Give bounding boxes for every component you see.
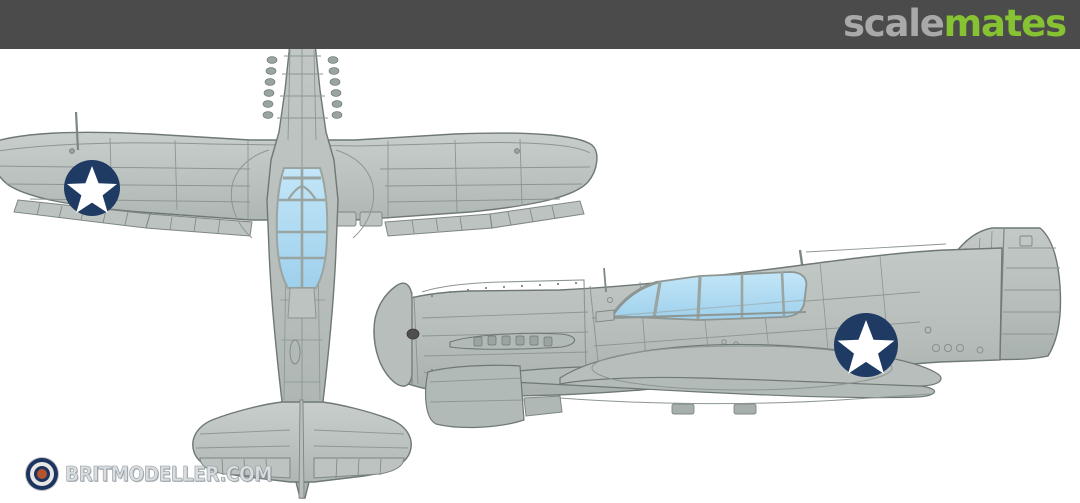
roundel-center-red [37, 469, 47, 479]
top-view-canopy [275, 167, 329, 319]
scalemates-logo[interactable]: scalemates [842, 2, 1068, 46]
watermark-label: BRITMODELLER.COM [65, 462, 273, 487]
raf-roundel-icon [26, 458, 58, 490]
insignia-fuselage [834, 313, 898, 377]
logo-text-mates: mates [943, 2, 1068, 45]
britmodeller-watermark: BRITMODELLER.COM [26, 458, 290, 490]
top-view-aircraft [0, 0, 598, 499]
logo-text-scale: scale [842, 2, 945, 45]
side-view-wing [425, 343, 942, 429]
side-view-canopy [595, 267, 808, 323]
insignia-top-wing [64, 160, 120, 216]
header-bar: scalemates [0, 0, 1080, 49]
side-view-aircraft [373, 227, 1062, 429]
